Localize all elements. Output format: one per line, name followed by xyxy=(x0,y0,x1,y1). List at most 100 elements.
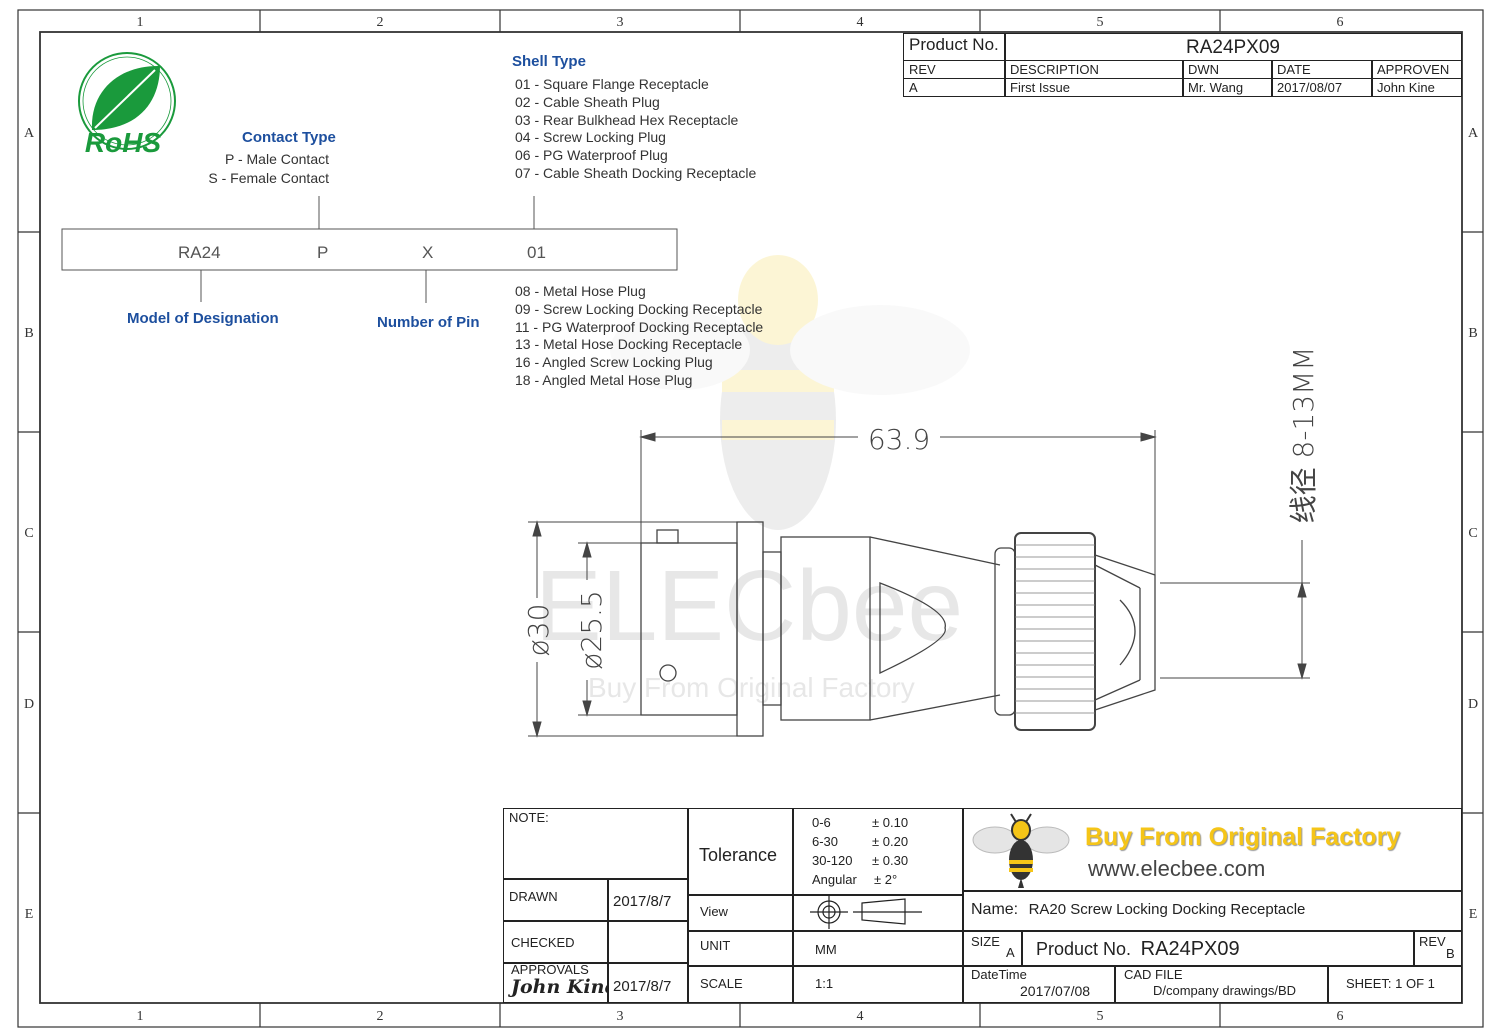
product-no-cell: Product No. RA24PX09 xyxy=(1021,930,1415,967)
column-label: 3 xyxy=(617,15,624,30)
unit-label: UNIT xyxy=(687,930,794,967)
shell-type-item: 02 - Cable Sheath Plug xyxy=(515,93,660,110)
column-label: 2 xyxy=(377,1009,384,1024)
dwn-value: Mr. Wang xyxy=(1182,78,1273,97)
column-label: 6 xyxy=(1337,1009,1344,1024)
svg-text:RoHS: RoHS xyxy=(85,127,162,158)
view-label: View xyxy=(687,894,794,932)
shell-type-item: 07 - Cable Sheath Docking Receptacle xyxy=(515,164,757,181)
datetime-value: 2017/07/08 xyxy=(1020,983,1091,999)
column-label: 5 xyxy=(1097,15,1104,30)
part-name: RA20 Screw Locking Docking Receptacle xyxy=(1028,901,1306,918)
view-symbol-cell xyxy=(792,894,964,932)
svg-text:Buy From Original Factory: Buy From Original Factory xyxy=(588,672,915,703)
brand-website: www.elecbee.com xyxy=(1088,856,1266,881)
tolerance-value: ± 0.30 xyxy=(872,853,909,868)
outer-diameter-dimension: ø30 xyxy=(522,604,555,657)
rev-value-bottom: B xyxy=(1446,946,1455,961)
note-label: NOTE: xyxy=(509,810,549,825)
product-no-value: RA24PX09 xyxy=(1004,33,1462,61)
shell-type-item: 13 - Metal Hose Docking Receptacle xyxy=(515,336,743,353)
length-dimension: 63.9 xyxy=(868,423,930,456)
projection-view-icon xyxy=(810,895,922,929)
column-label: 4 xyxy=(857,1009,864,1024)
approvals-date: 2017/8/7 xyxy=(607,962,689,1003)
description-value: First Issue xyxy=(1004,78,1184,97)
dwn-header: DWN xyxy=(1182,60,1273,79)
designation-leaders xyxy=(61,196,678,303)
brand-slogan: Buy From Original Factory xyxy=(1085,823,1401,851)
contact-type-item: S - Female Contact xyxy=(208,170,329,186)
note-cell: NOTE: xyxy=(503,808,689,880)
elecbee-bee-logo xyxy=(972,813,1070,888)
watermark: ELECbee Buy From Original Factory xyxy=(535,255,970,703)
shell-type-item: 11 - PG Waterproof Docking Receptacle xyxy=(515,318,764,335)
rohs-logo: RoHS xyxy=(78,52,176,158)
column-label: 5 xyxy=(1097,1009,1104,1024)
dimension-lines xyxy=(528,430,1310,738)
shell-type-list-top: 01 - Square Flange Receptacle 02 - Cable… xyxy=(515,76,756,183)
designation-model: RA24 xyxy=(178,243,221,262)
connector-drawing xyxy=(640,521,1156,737)
tolerance-range: 0-6 xyxy=(812,815,831,830)
column-label: 2 xyxy=(377,15,384,30)
shell-type-item: 04 - Screw Locking Plug xyxy=(515,129,666,146)
tolerance-value: ± 0.20 xyxy=(872,834,909,849)
designation-pins: X xyxy=(422,243,434,262)
drawn-label: DRAWN xyxy=(503,878,609,922)
approvals-label: APPROVALS xyxy=(511,962,589,977)
tolerance-value: ± 0.10 xyxy=(872,815,909,830)
date-value: 2017/08/07 xyxy=(1271,78,1373,97)
scale-label: SCALE xyxy=(687,965,794,1003)
rev-value: A xyxy=(903,78,1006,97)
row-label: B xyxy=(1468,326,1477,341)
shell-type-item: 03 - Rear Bulkhead Hex Receptacle xyxy=(515,111,739,128)
row-label: C xyxy=(24,526,33,541)
tolerance-range: 30-120 xyxy=(812,853,853,868)
shell-type-item: 06 - PG Waterproof Plug xyxy=(515,147,668,164)
designation-shell: 01 xyxy=(527,243,546,262)
column-label: 3 xyxy=(617,1009,624,1024)
datetime-label: DateTime xyxy=(971,967,1027,982)
column-label: 4 xyxy=(857,15,864,30)
tolerance-value: ± 2° xyxy=(874,872,898,887)
shell-type-item: 18 - Angled Metal Hose Plug xyxy=(515,371,693,388)
size-cell: SIZE A xyxy=(962,930,1023,967)
cad-file-cell: CAD FILE D/company drawings/BD xyxy=(1114,965,1329,1003)
model-of-designation-label: Model of Designation xyxy=(127,310,279,327)
size-value: A xyxy=(1006,945,1015,960)
rev-label: REV xyxy=(1419,934,1446,949)
shell-type-item: 16 - Angled Screw Locking Plug xyxy=(515,354,713,371)
contact-type-item: P - Male Contact xyxy=(224,151,329,167)
column-label: 6 xyxy=(1337,15,1344,30)
contact-type-title: Contact Type xyxy=(242,129,336,146)
approven-header: APPROVEN xyxy=(1371,60,1462,79)
rev-header: REV xyxy=(903,60,1006,79)
checked-label: CHECKED xyxy=(503,920,609,964)
row-label: E xyxy=(25,907,34,922)
row-label: B xyxy=(24,326,33,341)
row-label: D xyxy=(1468,697,1478,712)
svg-text:ELECbee: ELECbee xyxy=(535,550,963,662)
number-of-pin-label: Number of Pin xyxy=(377,314,480,331)
unit-value: MM xyxy=(792,930,964,967)
size-label: SIZE xyxy=(971,934,1000,949)
name-cell: Name: RA20 Screw Locking Docking Recepta… xyxy=(962,890,1462,932)
cad-file-label: CAD FILE xyxy=(1124,967,1183,982)
approvals-signature: John Kine xyxy=(511,976,609,998)
name-label: Name: xyxy=(971,901,1019,918)
date-header: DATE xyxy=(1271,60,1373,79)
checked-date xyxy=(607,920,689,964)
cable-diameter-dimension: 线径 8-13MM xyxy=(1287,347,1320,524)
approven-value: John Kine xyxy=(1371,78,1462,97)
datetime-cell: DateTime 2017/07/08 xyxy=(962,965,1116,1003)
column-label: 1 xyxy=(137,1009,144,1024)
description-header: DESCRIPTION xyxy=(1004,60,1184,79)
tolerance-range: Angular xyxy=(812,872,857,887)
column-label: 1 xyxy=(137,15,144,30)
shell-type-title: Shell Type xyxy=(512,53,586,70)
scale-value: 1:1 xyxy=(792,965,964,1003)
sheet-number: SHEET: 1 OF 1 xyxy=(1327,965,1462,1003)
row-label: E xyxy=(1469,907,1478,922)
